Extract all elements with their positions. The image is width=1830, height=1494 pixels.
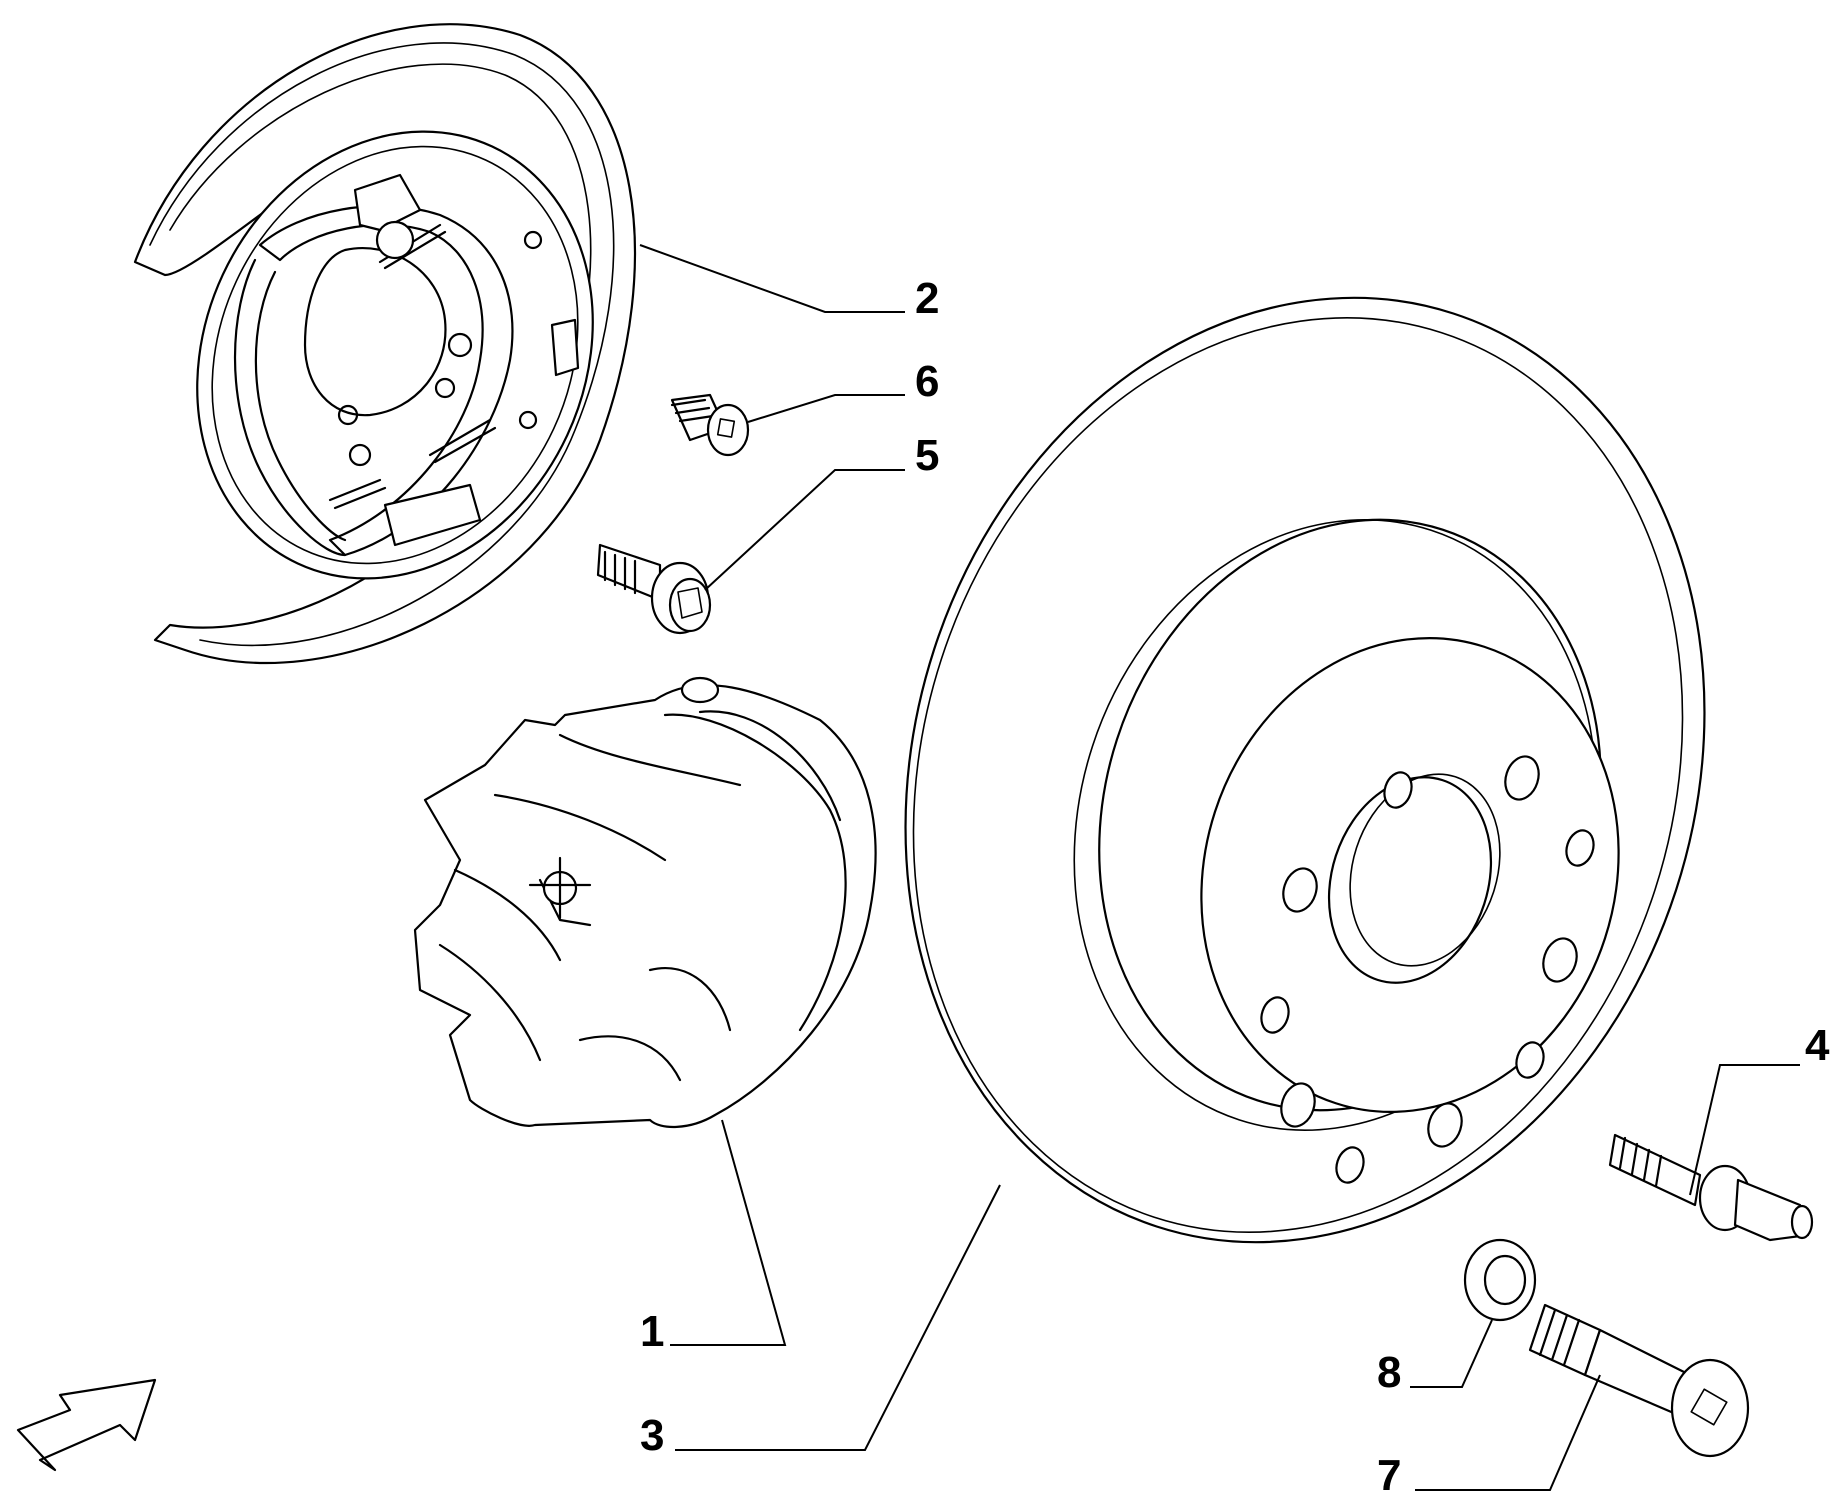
direction-arrow-icon [16,1378,157,1472]
callout-3: 3 [640,1411,664,1460]
callout-1: 1 [640,1307,664,1356]
leader-lines [639,244,1800,1491]
callout-4: 4 [1805,1021,1830,1070]
callout-2: 2 [915,274,939,323]
socket-head-bolt [670,393,750,457]
callout-6: 6 [915,357,939,406]
callout-labels: 2 6 5 1 3 4 8 7 [640,274,1830,1494]
wheel-stud [1608,1133,1814,1242]
callout-7: 7 [1377,1451,1401,1494]
backing-plate-assembly [133,23,637,665]
brake-caliper [413,676,877,1129]
callout-5: 5 [915,431,939,480]
caliper-bolt [1528,1303,1750,1458]
washer [1463,1238,1537,1322]
brake-disc [904,296,1706,1244]
callout-8: 8 [1377,1348,1401,1397]
flange-bolt [596,543,712,635]
